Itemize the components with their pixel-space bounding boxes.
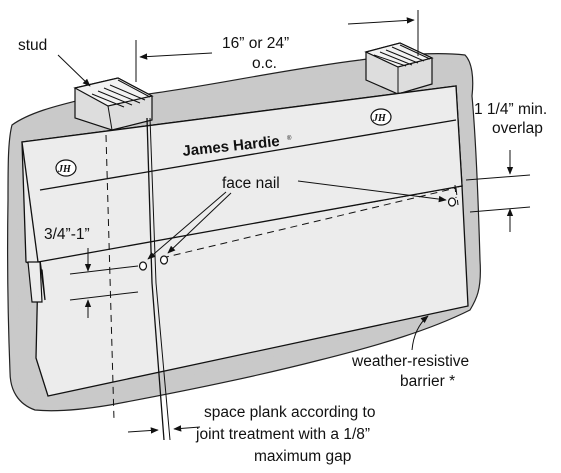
spacing-label-2: o.c. xyxy=(252,55,277,72)
nail-line-end xyxy=(455,187,459,206)
stud-arrow xyxy=(57,54,91,87)
face-nail-2 xyxy=(159,255,169,265)
registered-mark: ® xyxy=(287,135,292,142)
overlap-ext-top xyxy=(465,174,531,181)
spacing-label-1: 16” or 24” xyxy=(222,35,289,52)
gap-note-1: space plank according to xyxy=(204,404,375,421)
face-nail-leader-2 xyxy=(167,192,232,254)
overlap-label-1: 1 1/4” min. xyxy=(474,101,547,118)
nail-distance-label: 3/4”-1” xyxy=(44,226,90,243)
face-nail-label: face nail xyxy=(222,175,280,192)
gap-note-3: maximum gap xyxy=(254,448,351,465)
right-stud xyxy=(364,42,434,95)
spacing-arrow-right xyxy=(347,17,415,25)
stud-centerline-right xyxy=(454,184,457,199)
barrier-label-1: weather-resistive xyxy=(351,353,469,370)
jh-logo-right: JH xyxy=(370,108,392,126)
jh-logo-left: JH xyxy=(55,159,77,177)
face-nail-3 xyxy=(447,197,457,207)
face-nail-leader-1 xyxy=(147,191,227,260)
nail-distance-ext-bottom xyxy=(69,291,139,301)
spacing-arrow-left xyxy=(139,52,213,60)
nail-line xyxy=(161,187,457,259)
svg-text:JH: JH xyxy=(57,164,72,175)
gap-arrow-left xyxy=(127,427,159,434)
nail-distance-ext-top xyxy=(69,265,139,275)
upper-plank-face xyxy=(21,85,463,263)
gap-note-2: joint treatment with a 1/8” xyxy=(195,426,370,443)
gap-arrow-right xyxy=(173,425,201,432)
overlap-ext-bottom xyxy=(469,206,531,213)
barrier-label-2: barrier * xyxy=(400,373,455,390)
overlap-line xyxy=(39,119,457,191)
plank-joint-2 xyxy=(149,117,171,441)
stud-label: stud xyxy=(18,37,47,54)
overlap-label-2: overlap xyxy=(492,120,543,137)
barrier-arrow xyxy=(411,315,429,351)
face-nail-1 xyxy=(138,261,148,271)
plank-joint xyxy=(146,117,165,441)
svg-text:JH: JH xyxy=(372,113,387,124)
left-stud xyxy=(73,77,154,131)
face-nail-leader-3 xyxy=(297,180,447,203)
plank-lip xyxy=(27,261,43,303)
